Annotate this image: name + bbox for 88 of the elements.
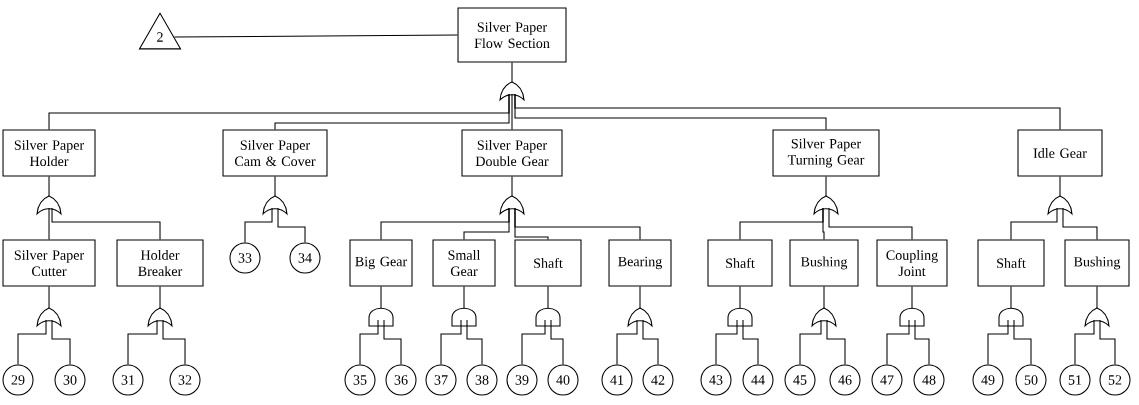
connector-line xyxy=(886,319,910,365)
connector-line xyxy=(274,176,276,197)
event-box: Shaft xyxy=(514,239,582,287)
event-box: Shaft xyxy=(977,239,1045,287)
connector-line xyxy=(1099,319,1116,365)
or-gate xyxy=(813,195,839,215)
or-gate xyxy=(36,307,62,327)
connector-line xyxy=(511,176,513,197)
connector-line xyxy=(911,286,913,309)
connector-line xyxy=(825,176,827,197)
connector-line xyxy=(823,286,825,309)
connector-line xyxy=(1059,176,1061,197)
connector-line xyxy=(1010,207,1058,240)
event-box: Coupling Joint xyxy=(876,239,948,287)
connector-line xyxy=(742,319,759,365)
or-gate xyxy=(262,195,288,215)
connector-line xyxy=(987,319,1009,365)
or-gate xyxy=(499,81,525,101)
connector-line xyxy=(521,319,546,365)
or-gate xyxy=(1084,307,1110,327)
connector-line xyxy=(274,93,510,130)
connector-line xyxy=(1062,207,1098,240)
connector-line xyxy=(383,319,402,365)
connector-line xyxy=(159,286,161,309)
event-box: Silver Paper Cam & Cover xyxy=(222,129,328,177)
connector-line xyxy=(1096,286,1098,309)
connector-line xyxy=(914,319,930,365)
event-box: Shaft xyxy=(707,239,773,287)
connector-line xyxy=(463,286,465,309)
connector-line xyxy=(48,286,50,309)
connector-line xyxy=(739,286,741,309)
connector-line xyxy=(277,207,306,243)
event-box: Silver Paper Turning Gear xyxy=(772,129,880,177)
connector-line xyxy=(1013,319,1032,365)
connector-line xyxy=(550,319,564,365)
event-box: Bearing xyxy=(608,239,672,287)
connector-line xyxy=(463,207,510,240)
connector-line xyxy=(642,319,659,365)
and-gate xyxy=(535,307,561,327)
event-box: Silver Paper Double Gear xyxy=(461,129,563,177)
event-box: Holder Breaker xyxy=(116,239,204,287)
and-gate xyxy=(998,307,1024,327)
connector-line xyxy=(1074,319,1095,365)
connector-line xyxy=(244,207,273,243)
and-gate xyxy=(899,307,925,327)
connector-line xyxy=(466,319,483,365)
event-box: Bushing xyxy=(789,239,859,287)
connector-line xyxy=(48,176,50,197)
or-gate xyxy=(147,307,173,327)
connector-line xyxy=(828,207,913,240)
or-gate xyxy=(1047,195,1073,215)
or-gate xyxy=(627,307,653,327)
transfer-triangle: 2 xyxy=(138,12,182,50)
connector-line xyxy=(359,319,379,365)
connector-line xyxy=(51,207,161,240)
event-box: Idle Gear xyxy=(1017,129,1103,177)
or-gate xyxy=(36,195,62,215)
connector-line xyxy=(162,319,186,365)
event-box: Bushing xyxy=(1064,239,1130,287)
connector-line xyxy=(547,286,549,309)
connector-line xyxy=(511,93,513,130)
event-box: Silver Paper Holder xyxy=(2,129,96,177)
event-box: Silver Paper Cutter xyxy=(2,239,96,287)
connector-line xyxy=(1010,286,1012,309)
event-box: Small Gear xyxy=(432,239,496,287)
event-box: Silver Paper Flow Section xyxy=(457,7,567,63)
connector-line xyxy=(48,207,50,240)
or-gate xyxy=(811,307,837,327)
and-gate xyxy=(368,307,394,327)
connector-line xyxy=(51,319,71,365)
connector-line xyxy=(127,319,158,365)
connector-line xyxy=(173,34,458,38)
connector-line xyxy=(822,207,825,240)
connector-line xyxy=(511,62,513,83)
connector-line xyxy=(799,319,822,365)
connector-line xyxy=(715,319,738,365)
connector-line xyxy=(616,319,638,365)
and-gate xyxy=(727,307,753,327)
event-box: Big Gear xyxy=(349,239,413,287)
or-gate xyxy=(499,195,525,215)
connector-line xyxy=(440,319,462,365)
connector-line xyxy=(380,286,382,309)
connector-line xyxy=(639,286,641,309)
and-gate xyxy=(451,307,477,327)
connector-line xyxy=(514,207,641,240)
connector-line xyxy=(514,93,1061,130)
connector-line xyxy=(826,319,846,365)
connector-line xyxy=(17,319,47,365)
